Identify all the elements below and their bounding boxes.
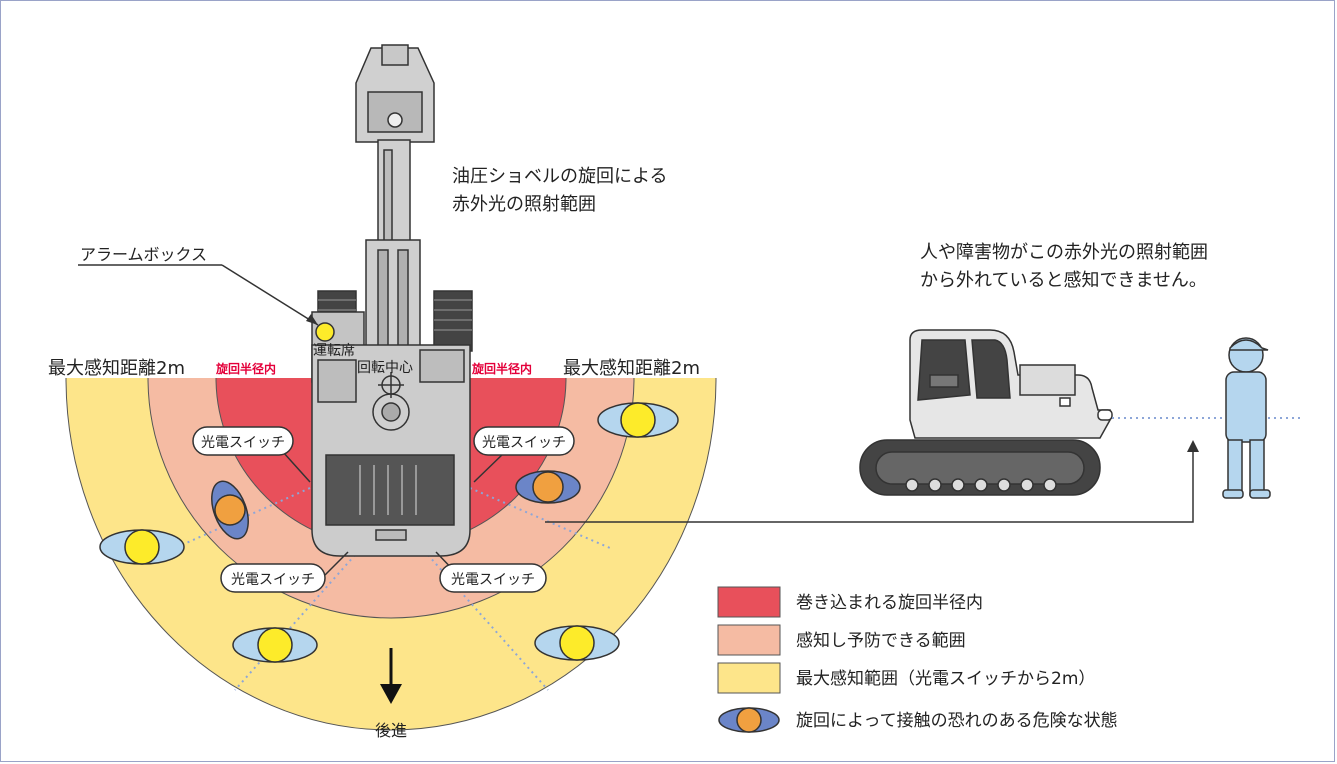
person-side-view: [1222, 337, 1271, 499]
person-top-danger-right: [515, 470, 581, 504]
switch-bubble-lower-left: 光電スイッチ: [220, 563, 326, 593]
person-top-safe-right: [597, 402, 679, 438]
rotation-center-marker: [378, 372, 404, 398]
max-distance-label-left: 最大感知距離2m: [48, 358, 185, 379]
person-top-danger-left: [211, 480, 249, 540]
switch-label-upper-right: 光電スイッチ: [482, 435, 566, 451]
connector-line: [545, 440, 1199, 523]
legend-label-max-detection: 最大感知範囲（光電スイッチから2m）: [796, 669, 1095, 689]
switch-label-upper-left: 光電スイッチ: [201, 435, 285, 451]
reverse-arrow: [380, 648, 402, 704]
alarm-box-callout: [78, 264, 319, 326]
reverse-label: 後進: [375, 721, 407, 740]
title-line-1: 油圧ショベルの旋回による: [452, 166, 667, 187]
note-line-2: から外れていると感知できません。: [920, 270, 1207, 291]
swing-radius-label-left: 旋回半径内: [215, 361, 276, 376]
operator-seat-label: 運転席: [313, 343, 355, 359]
alarm-box-label: アラームボックス: [80, 245, 207, 264]
switch-bubble-upper-right: 光電スイッチ: [473, 426, 575, 456]
title-line-2: 赤外光の照射範囲: [452, 194, 596, 215]
switch-label-lower-left: 光電スイッチ: [231, 572, 315, 588]
legend-label-danger: 旋回によって接触の恐れのある危険な状態: [796, 711, 1118, 731]
legend-label-preventable: 感知し予防できる範囲: [796, 631, 966, 651]
person-top-safe-left: [99, 529, 185, 565]
max-distance-label-right: 最大感知距離2m: [563, 358, 700, 379]
switch-label-lower-right: 光電スイッチ: [451, 572, 535, 588]
person-top-safe-bottom-left: [232, 627, 318, 663]
legend-swatch-max-detection: [717, 662, 781, 694]
note-line-1: 人や障害物がこの赤外光の照射範囲: [920, 242, 1208, 263]
alarm-box-marker: [315, 322, 335, 342]
legend-label-swing-radius: 巻き込まれる旋回半径内: [796, 593, 983, 613]
excavator-side-view: [859, 329, 1113, 496]
swing-radius-label-right: 旋回半径内: [471, 361, 532, 376]
legend-swatch-preventable: [717, 624, 781, 656]
excavator-top-view: [311, 44, 473, 557]
legend-icon-danger-person: [718, 707, 780, 733]
switch-bubble-lower-right: 光電スイッチ: [439, 563, 547, 593]
person-top-safe-bottom-right: [534, 625, 620, 661]
rotation-center-label: 回転中心: [357, 360, 413, 376]
legend-swatch-swing-radius: [717, 586, 781, 618]
legend: 巻き込まれる旋回半径内 感知し予防できる範囲 最大感知範囲（光電スイッチから2m…: [717, 586, 1118, 733]
switch-bubble-upper-left: 光電スイッチ: [192, 426, 294, 456]
